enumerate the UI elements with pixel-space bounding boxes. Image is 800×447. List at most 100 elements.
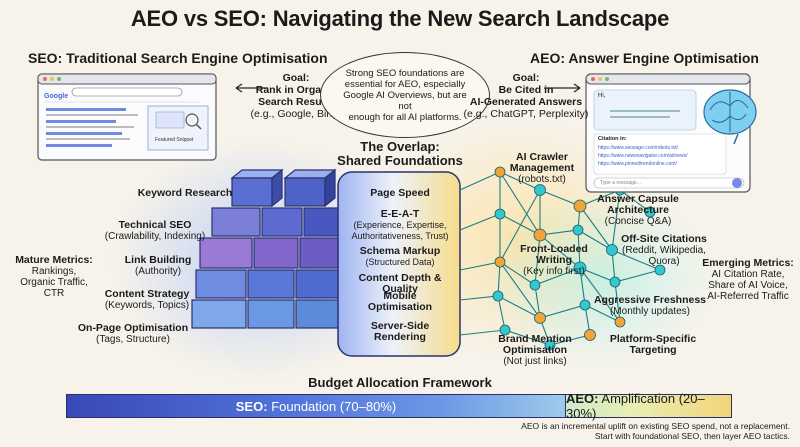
overlap-item-sub: (Structured Data) [365,257,435,267]
overlap-item-mobile: Mobile Optimisation [340,291,460,313]
chat-citation-link[interactable]: https://www.pinnedtrendonline.com/ [598,161,677,167]
seo-metrics-title: Mature Metrics: [15,254,93,266]
seo-goal-label: Goal: [282,72,310,84]
aeo-item-title: Off-Site Citations [621,233,707,245]
overlap-heading: The Overlap: Shared Foundations [330,140,470,168]
seo-item-sub: (Tags, Structure) [96,334,170,345]
seo-item-title: Technical SEO [118,219,192,231]
overlap-item-ssr: Server-Side Rendering [340,321,460,343]
overlap-item-sub: (Experience, Expertise, [353,220,447,230]
chat-citation-label: Citation in: [598,136,627,142]
seo-item-technical: Technical SEO (Crawlability, Indexing) [90,219,220,243]
brain-icon [703,89,757,145]
seo-item-sub: (Crawlability, Indexing) [104,231,206,242]
seo-heading: SEO: Traditional Search Engine Optimisat… [28,50,328,66]
bubble-line-3: Google AI Overviews, but are not [343,89,467,112]
budget-note-line: Start with foundational SEO, then layer … [594,431,790,441]
overlap-item-title: Rendering [374,331,426,343]
seo-metrics: Mature Metrics: Rankings, Organic Traffi… [14,254,94,300]
budget-aeo-text: AEO: Amplification (20–30%) [566,391,731,421]
aeo-item-sub: Quora) [648,256,680,267]
aeo-goal-note: (e.g., ChatGPT, Perplexity) [463,108,589,120]
aeo-item-title: Answer Capsule [597,193,679,205]
aeo-goal-line-2: AI-Generated Answers [469,96,583,108]
overlap-item-page-speed: Page Speed [340,188,460,199]
callout-bubble: Strong SEO foundations are essential for… [320,52,490,138]
seo-goal-note: (e.g., Google, Bing) [250,108,342,120]
aeo-item-title: Management [509,162,575,174]
page-title: AEO vs SEO: Navigating the New Search La… [130,6,670,31]
aeo-item-sub: (Monthly updates) [609,306,691,317]
aeo-goal: Goal: Be Cited in AI-Generated Answers (… [462,72,590,120]
aeo-nodes [492,166,666,351]
seo-item-title: Link Building [124,254,192,266]
aeo-item-title: AI Crawler [516,151,568,163]
aeo-item-title: Writing [536,254,572,266]
budget-seo-value: Foundation (70–80%) [271,398,397,414]
chat-input[interactable]: Type a message... [600,180,641,186]
seo-metrics-line: CTR [43,288,65,299]
svg-text:Google: Google [44,93,68,100]
seo-item-title: On-Page Optimisation [77,322,189,334]
aeo-item-platform-specific: Platform-Specific Targeting [598,334,708,356]
overlap-item-sub: Authoritativeness, Trust) [351,231,449,241]
aeo-item-ai-crawler: AI Crawler Management (robots.txt) [492,151,592,186]
seo-metrics-line: Rankings, [31,266,77,277]
budget-seo-segment: SEO: Foundation (70–80%) [66,394,566,418]
overlap-heading-line-1: The Overlap: [360,139,440,154]
aeo-goal-label: Goal: [512,72,540,84]
overlap-item-title: Optimisation [367,301,433,313]
seo-item-title: Content Strategy [104,288,190,300]
aeo-item-front-loaded: Front-Loaded Writing (Key info first) [506,243,602,278]
budget-bar: SEO: Foundation (70–80%) AEO: Amplificat… [66,391,732,421]
aeo-item-sub: (Concise Q&A) [604,216,672,227]
aeo-item-title: Optimisation [502,344,568,356]
featured-snippet-label: Featured Snippet [155,137,194,143]
aeo-item-answer-capsule: Answer Capsule Architecture (Concise Q&A… [584,193,692,228]
aeo-item-title: Aggressive Freshness [593,294,707,306]
overlap-item-title: E-E-A-T [380,208,420,220]
seo-item-on-page: On-Page Optimisation (Tags, Structure) [68,322,198,346]
overlap-item-title: Content Depth & Quality [358,272,442,295]
overlap-item-title: Server-Side [370,320,430,332]
chat-greeting: Hi, [598,93,606,99]
aeo-item-sub: (Reddit, Wikipedia, [622,245,706,256]
aeo-item-off-site: Off-Site Citations (Reddit, Wikipedia, Q… [612,233,716,268]
seo-item-sub: (Keywords, Topics) [104,300,190,311]
budget-aeo-segment: AEO: Amplification (20–30%) [566,391,732,421]
aeo-item-brand-mention: Brand Mention Optimisation (Not just lin… [482,333,588,368]
chat-citation-link[interactable]: https://www.newsnavigator.com/ai/news/ [598,153,688,159]
seo-item-content-strategy: Content Strategy (Keywords, Topics) [92,288,202,312]
overlap-item-title: Page Speed [370,187,430,199]
budget-note-line: AEO is an incremental uplift on existing… [521,421,790,431]
budget-note: AEO is an incremental uplift on existing… [420,421,790,441]
aeo-metrics-line: AI Citation Rate, [711,269,785,280]
aeo-metrics-line: Share of AI Voice, [708,280,788,291]
aeo-item-title: Front-Loaded [520,243,588,255]
seo-goal-line-2: Search Results [258,96,334,108]
aeo-item-sub: (robots.txt) [518,174,566,185]
overlap-item-eeat: E-E-A-T (Experience, Expertise, Authorit… [340,209,460,242]
seo-metrics-line: Organic Traffic, [20,277,88,288]
overlap-heading-line-2: Shared Foundations [337,153,463,168]
chat-citation-link[interactable]: https://www.seosage.com/robots.txt/ [598,145,679,151]
aeo-metrics-title: Emerging Metrics: [702,257,794,269]
seo-item-sub: (Authority) [134,266,182,277]
bubble-line-4: enough for all AI platforms. [348,111,462,123]
overlap-panel [337,171,461,357]
aeo-item-title: Brand Mention [498,333,572,345]
aeo-item-title: Targeting [629,344,677,356]
budget-aeo-label: AEO: [566,391,599,406]
aeo-item-freshness: Aggressive Freshness (Monthly updates) [588,294,712,318]
budget-aeo-value: Amplification (20–30%) [566,391,705,421]
overlap-item-content-depth: Content Depth & Quality [340,273,460,295]
aeo-item-sub: (Key info first) [523,266,585,277]
aeo-item-title: Platform-Specific [609,333,697,345]
seo-item-link-building: Link Building (Authority) [108,254,208,278]
overlap-item-title: Mobile [383,290,417,302]
bubble-line-1: Strong SEO foundations are [345,67,465,79]
budget-seo-text: SEO: Foundation (70–80%) [236,399,396,414]
overlap-item-schema: Schema Markup (Structured Data) [340,246,460,268]
seo-goal-line-1: Rank in Organic [255,84,337,96]
